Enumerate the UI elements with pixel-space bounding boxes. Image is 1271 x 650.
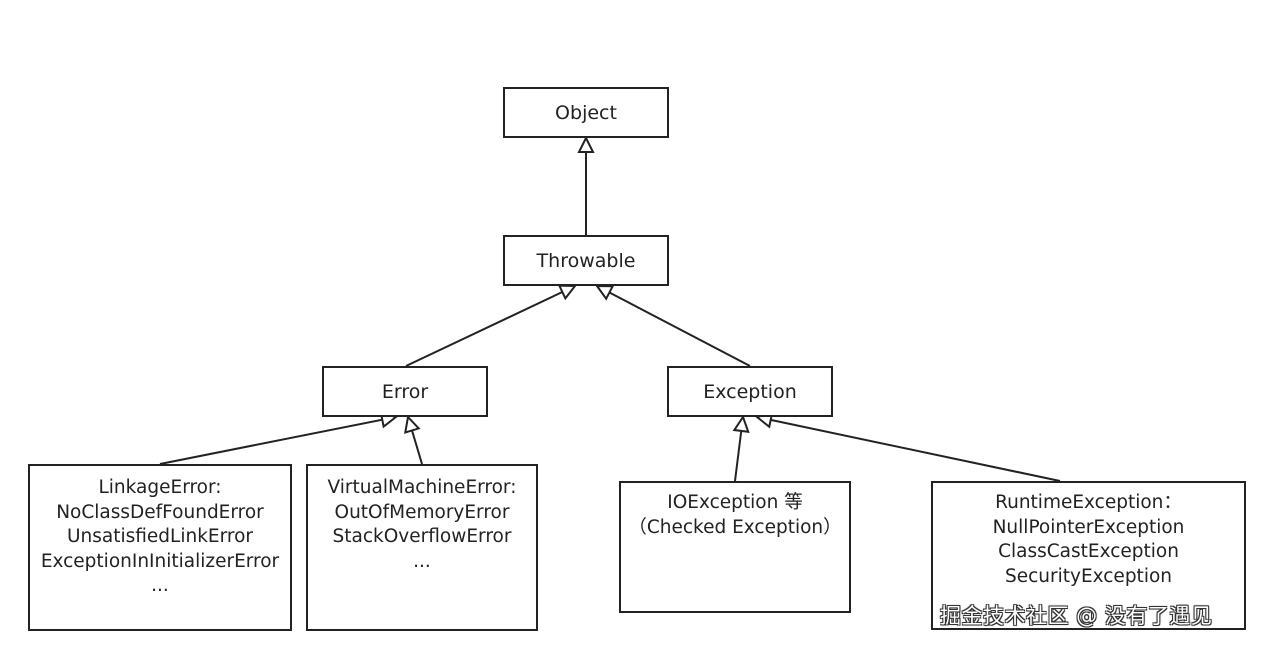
edge-line bbox=[411, 430, 423, 465]
hollow-triangle-arrowhead bbox=[595, 284, 615, 301]
edge-line bbox=[405, 291, 563, 367]
edge-line bbox=[734, 430, 743, 482]
runtime-exception-node: RuntimeException： NullPointerException C… bbox=[931, 481, 1246, 630]
inheritance-edge-exception-to-throwable bbox=[595, 284, 751, 367]
edge-line bbox=[770, 418, 1061, 482]
virtual-machine-error-node: VirtualMachineError: OutOfMemoryError St… bbox=[306, 464, 538, 631]
linkage-error-line: ... bbox=[151, 575, 169, 596]
linkage-error-line: ExceptionInInitializerError bbox=[40, 550, 280, 572]
linkage-error-node: LinkageError: NoClassDefFoundError Unsat… bbox=[28, 464, 292, 631]
throwable-label: Throwable bbox=[536, 249, 636, 272]
virtual-machine-error-line: ... bbox=[413, 550, 431, 572]
inheritance-edge-error-to-throwable bbox=[405, 284, 578, 367]
virtual-machine-error-line: StackOverflowError bbox=[332, 526, 512, 547]
inheritance-edge-throwable-to-object bbox=[577, 135, 595, 235]
error-node: Error bbox=[322, 366, 488, 417]
io-exception-node: IOException 等 （Checked Exception） bbox=[619, 481, 851, 613]
inheritance-edge-io-exception-to-exception bbox=[732, 414, 750, 482]
edge-line bbox=[608, 291, 751, 367]
error-label: Error bbox=[381, 380, 429, 403]
throwable-node: Throwable bbox=[503, 235, 669, 286]
hollow-triangle-arrowhead bbox=[404, 414, 421, 434]
hollow-triangle-arrowhead bbox=[577, 135, 595, 153]
runtime-exception-line: RuntimeException： bbox=[995, 492, 1182, 513]
hollow-triangle-arrowhead bbox=[557, 284, 578, 301]
edge-line bbox=[159, 418, 383, 465]
virtual-machine-error-line: VirtualMachineError: bbox=[327, 477, 517, 498]
exception-node: Exception bbox=[667, 366, 833, 417]
inheritance-edge-virtual-machine-error-to-error bbox=[404, 414, 423, 465]
inheritance-edge-runtime-exception-to-exception bbox=[754, 411, 1061, 482]
inheritance-edge-linkage-error-to-error bbox=[159, 411, 399, 465]
object-label: Object bbox=[555, 101, 617, 124]
io-exception-line: IOException 等 bbox=[667, 492, 803, 513]
object-node: Object bbox=[503, 87, 669, 138]
watermark-text: 掘金技术社区 @ 没有了遇见 bbox=[940, 604, 1213, 628]
linkage-error-line: LinkageError: bbox=[98, 477, 222, 498]
runtime-exception-line: ClassCastException bbox=[998, 541, 1179, 562]
exception-label: Exception bbox=[703, 380, 797, 403]
io-exception-line: （Checked Exception） bbox=[628, 516, 842, 538]
runtime-exception-line: SecurityException bbox=[1004, 565, 1172, 587]
hollow-triangle-arrowhead bbox=[732, 414, 750, 433]
linkage-error-line: UnsatisfiedLinkError bbox=[66, 526, 254, 547]
virtual-machine-error-line: OutOfMemoryError bbox=[334, 501, 510, 523]
runtime-exception-line: NullPointerException bbox=[992, 516, 1185, 538]
linkage-error-line: NoClassDefFoundError bbox=[56, 501, 264, 523]
